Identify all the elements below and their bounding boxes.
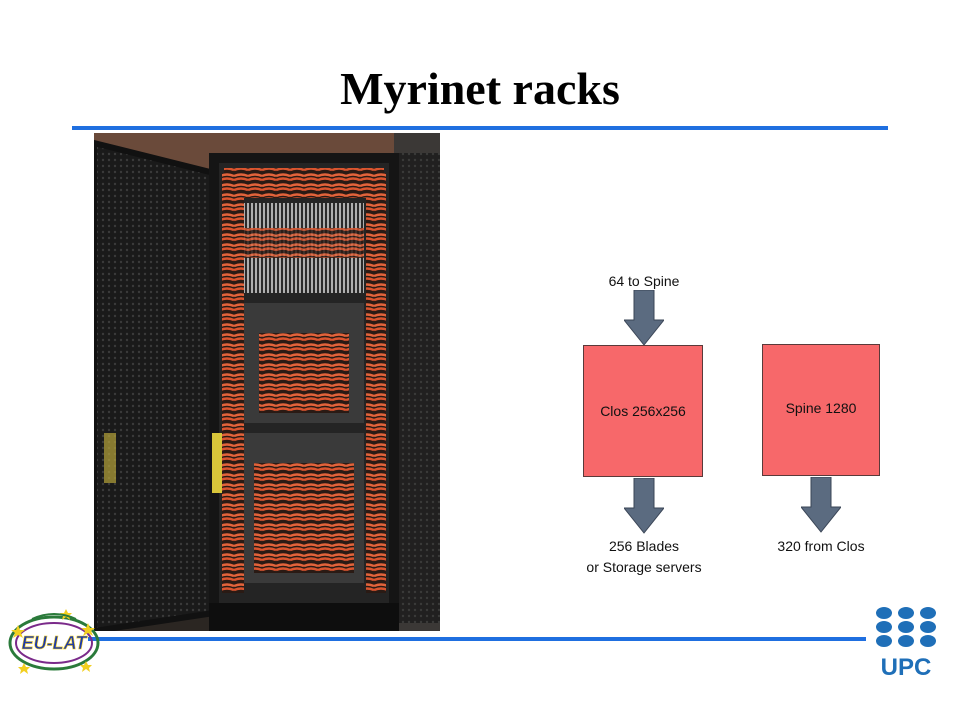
arrow-down-icon bbox=[624, 478, 664, 534]
upc-logo: UPC bbox=[876, 607, 936, 678]
eu-lat-logo: EU-LAT bbox=[8, 609, 100, 674]
slide-title: Myrinet racks bbox=[340, 63, 620, 114]
title-underline bbox=[72, 126, 888, 130]
eu-lat-logo-text: EU-LAT bbox=[22, 633, 89, 653]
clos-bottom-label-line2: or Storage servers bbox=[586, 559, 702, 575]
clos-switch-box: Clos 256x256 bbox=[583, 345, 703, 477]
spine-switch-box: Spine 1280 bbox=[762, 344, 880, 476]
upc-logo-text: UPC bbox=[881, 654, 932, 678]
arrow-down-icon bbox=[624, 290, 664, 346]
arrow-down-icon bbox=[801, 477, 841, 533]
myrinet-rack-photo bbox=[94, 133, 440, 631]
clos-box-label: Clos 256x256 bbox=[600, 403, 686, 419]
clos-bottom-label-line1: 256 Blades bbox=[608, 538, 680, 554]
footer-rule bbox=[88, 637, 866, 641]
spine-box-label: Spine 1280 bbox=[785, 400, 857, 416]
clos-top-label: 64 to Spine bbox=[608, 273, 680, 289]
spine-bottom-label: 320 from Clos bbox=[777, 538, 865, 554]
